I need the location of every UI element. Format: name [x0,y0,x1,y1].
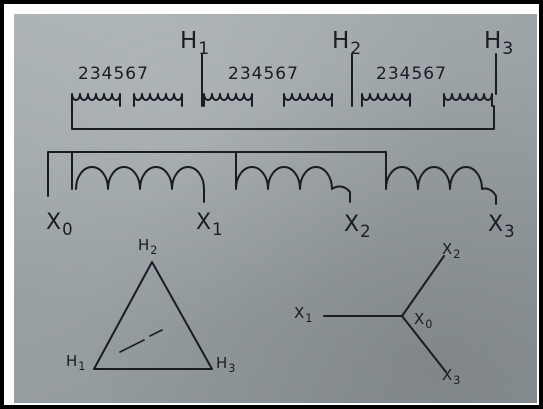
delta-dash-mark [119,329,163,353]
delta-triangle [93,261,213,370]
delta-right-label: H3 [216,354,236,375]
tap-numbers-2: 234567 [228,64,299,84]
wye-top-label: X2 [442,240,461,261]
x0-number: 0 [62,219,73,239]
wye-center-number: 0 [425,317,433,331]
delta-right-number: 3 [228,361,236,375]
wye-top-letter: X [442,240,453,258]
terminal-x1-label: X1 [196,210,223,239]
x3-number: 3 [504,221,515,241]
x0-letter: X [46,210,62,235]
wye-center-letter: X [414,310,425,328]
h3-number: 3 [502,39,514,60]
h1-number: 1 [198,39,210,60]
wye-left-letter: X [294,304,305,322]
delta-left-label: H1 [66,352,86,373]
transformer-nameplate: 234567 234567 234567 H1 H2 H3 X0 X1 X2 X… [14,14,537,403]
wiring-diagram [47,53,497,373]
wye-left-number: 1 [305,311,313,325]
wye-bottom-number: 3 [453,373,461,387]
secondary-coil-1 [75,166,205,203]
delta-top-label: H2 [138,236,158,257]
wye-leg-x2 [401,255,445,317]
terminal-h1-label: H1 [180,28,209,59]
wye-center-label: X0 [414,310,433,331]
delta-right-letter: H [216,354,228,372]
delta-left-letter: H [66,352,78,370]
secondary-coil-2 [235,151,351,203]
h1-letter: H [180,28,198,54]
secondary-coil-3 [385,151,497,205]
plate-shading [14,14,537,403]
secondary-bus-bar [47,151,387,197]
primary-bus-bar [71,105,495,130]
primary-coil-1 [71,93,183,107]
wye-bottom-letter: X [442,366,453,384]
h3-letter: H [484,28,502,54]
terminal-x0-label: X0 [46,210,73,239]
wye-top-number: 2 [453,247,461,261]
wye-leg-x3 [401,315,447,373]
x1-number: 1 [212,219,223,239]
delta-left-number: 1 [78,359,86,373]
delta-top-number: 2 [150,243,158,257]
h2-letter: H [332,28,350,54]
x3-letter: X [488,212,504,237]
tap-numbers-1: 234567 [78,64,149,84]
wye-left-label: X1 [294,304,313,325]
tap-numbers-3: 234567 [376,64,447,84]
terminal-h2-label: H2 [332,28,361,59]
x2-number: 2 [360,221,371,241]
terminal-x3-label: X3 [488,212,515,241]
x1-letter: X [196,210,212,235]
x2-letter: X [344,212,360,237]
primary-coil-3 [361,93,493,107]
primary-coil-2 [203,93,333,107]
terminal-h3-label: H3 [484,28,513,59]
h2-number: 2 [350,39,362,60]
wye-bottom-label: X3 [442,366,461,387]
terminal-x2-label: X2 [344,212,371,241]
delta-top-letter: H [138,236,150,254]
